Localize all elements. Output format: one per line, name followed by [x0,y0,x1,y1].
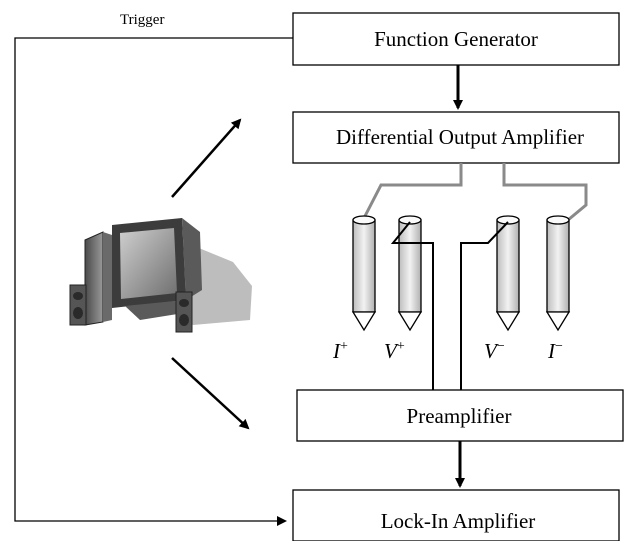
function-generator-box: Function Generator [292,12,620,66]
probe-label-i-minus: I− [547,339,563,363]
function-generator-label: Function Generator [374,27,538,51]
arrow-computer-to-preamp [171,357,250,430]
arrow-computer-to-diff [171,118,242,198]
desktop-computer-icon [69,218,252,333]
differential-amplifier-label: Differential Output Amplifier [336,125,584,149]
probe-v-minus [495,215,521,332]
trigger-line [14,37,293,526]
probe-label-i-plus: I+ [332,339,348,363]
lock-in-amplifier-box: Lock-In Amplifier [292,489,620,541]
probe-i-plus [351,215,377,332]
probe-label-v-minus: V− [484,339,505,363]
preamplifier-box: Preamplifier [296,389,624,442]
preamplifier-label: Preamplifier [407,404,512,428]
probe-i-minus [545,215,571,332]
trigger-label: Trigger [120,12,164,28]
probe-label-v-plus: V+ [384,339,405,363]
current-wires [361,163,588,222]
voltage-wires [390,221,509,390]
lock-in-amplifier-label: Lock-In Amplifier [381,509,536,533]
probe-labels: I+ V+ V− I− [332,339,563,363]
differential-amplifier-box: Differential Output Amplifier [292,111,620,164]
